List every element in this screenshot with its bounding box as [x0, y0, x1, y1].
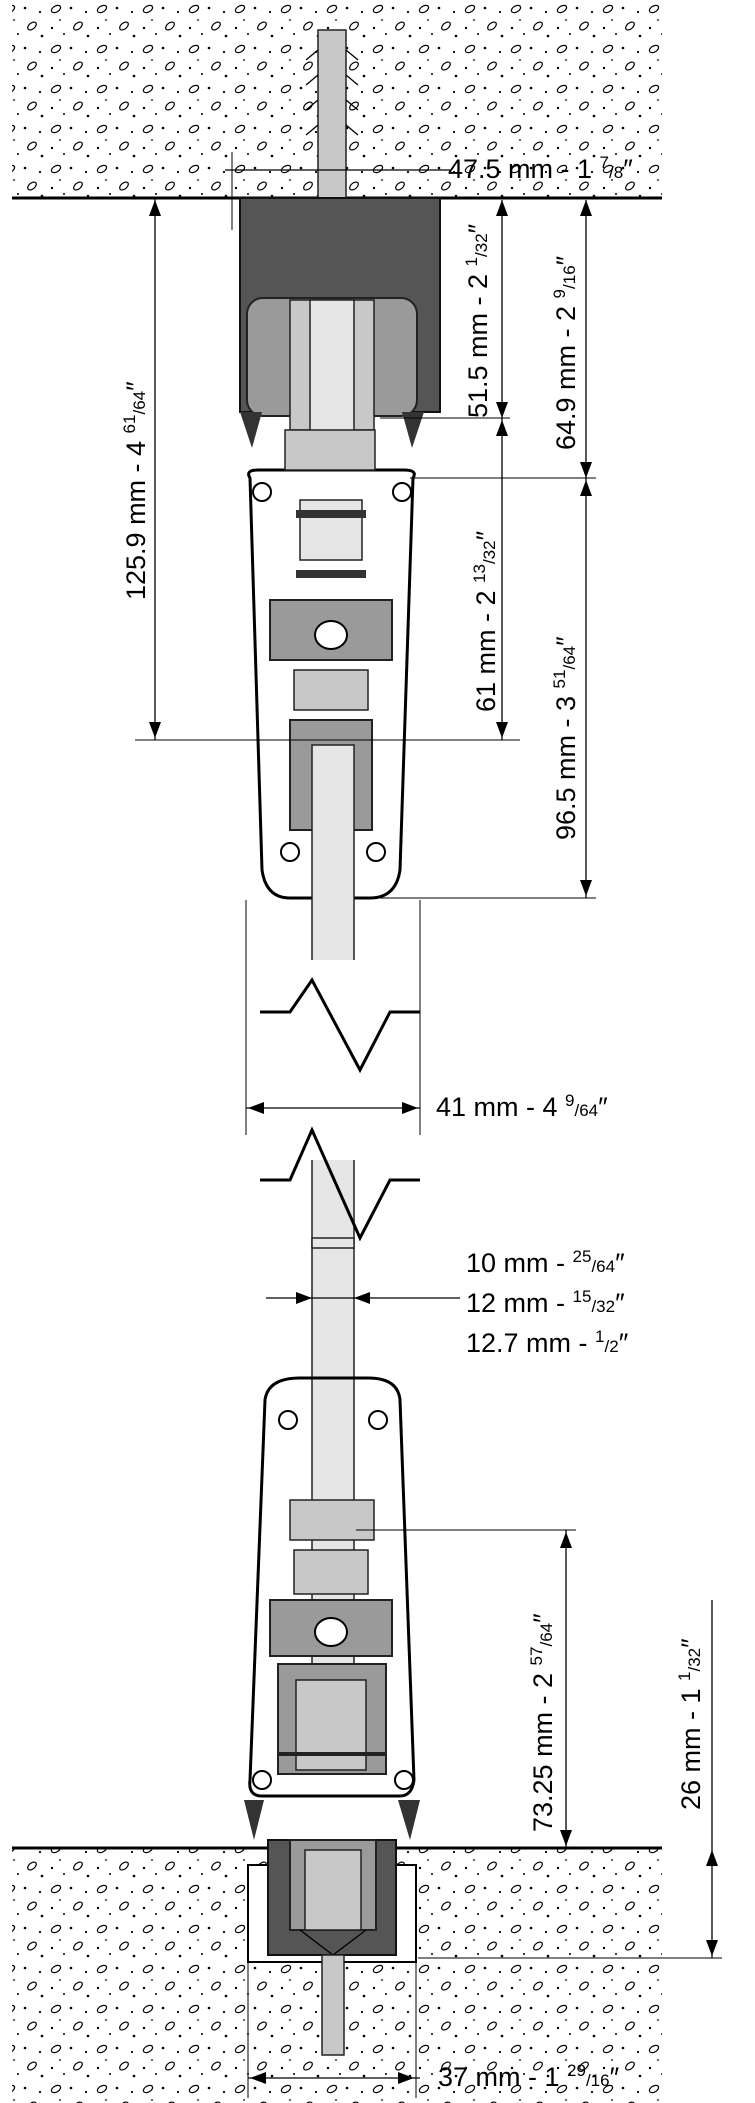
top-rail: [239, 197, 441, 436]
dim-upper-body-text: 96.5 mm - 3 51/64″: [550, 636, 581, 840]
dim-floor-width-text: 37 mm - 1 29/16″: [438, 2061, 620, 2092]
dim-glass-127-text: 12.7 mm - 1/2″: [466, 1327, 629, 1358]
floor-guide: [244, 1800, 420, 2056]
dim-floor-width-line: [247, 1958, 420, 2098]
dim-total-top-text: 125.9 mm - 4 61/64″: [120, 381, 151, 600]
glass-panel: [260, 744, 420, 1746]
dim-carriage-line: [496, 418, 508, 740]
dim-lower-body-text: 73.25 mm - 2 57/64″: [527, 1613, 558, 1832]
dim-rail-text: 64.9 mm - 2 9/16″: [550, 255, 581, 450]
dim-head-text: 51.5 mm - 2 1/32″: [462, 223, 493, 418]
dim-body-width-line: [245, 900, 421, 1135]
dim-glass-10-text: 10 mm - 25/64″: [466, 1247, 625, 1278]
dim-floor-depth-text: 26 mm - 1 1/32″: [675, 1638, 706, 1810]
dim-body-width-text: 41 mm - 4 9/64″: [436, 1091, 608, 1122]
dim-top-width-text: 47.5 mm - 1 7/8″: [448, 153, 633, 184]
upper-carriage: [247, 429, 416, 900]
dim-lower-body-line: [356, 1529, 576, 1848]
dim-glass-12-text: 12 mm - 15/32″: [466, 1287, 625, 1318]
dim-carriage-text: 61 mm - 2 13/32″: [470, 530, 501, 712]
dim-rail-line: [410, 200, 596, 479]
lower-carriage: [248, 1376, 416, 1798]
dim-total-top-line: [135, 198, 520, 741]
dim-floor-depth-line: [418, 1600, 722, 1959]
top-brush-seals: [240, 412, 424, 448]
dim-top-width-line: [225, 152, 450, 230]
dim-head-line: [380, 200, 510, 419]
dim-upper-body-line: [360, 478, 596, 899]
dim-glass-line: [266, 1292, 460, 1304]
